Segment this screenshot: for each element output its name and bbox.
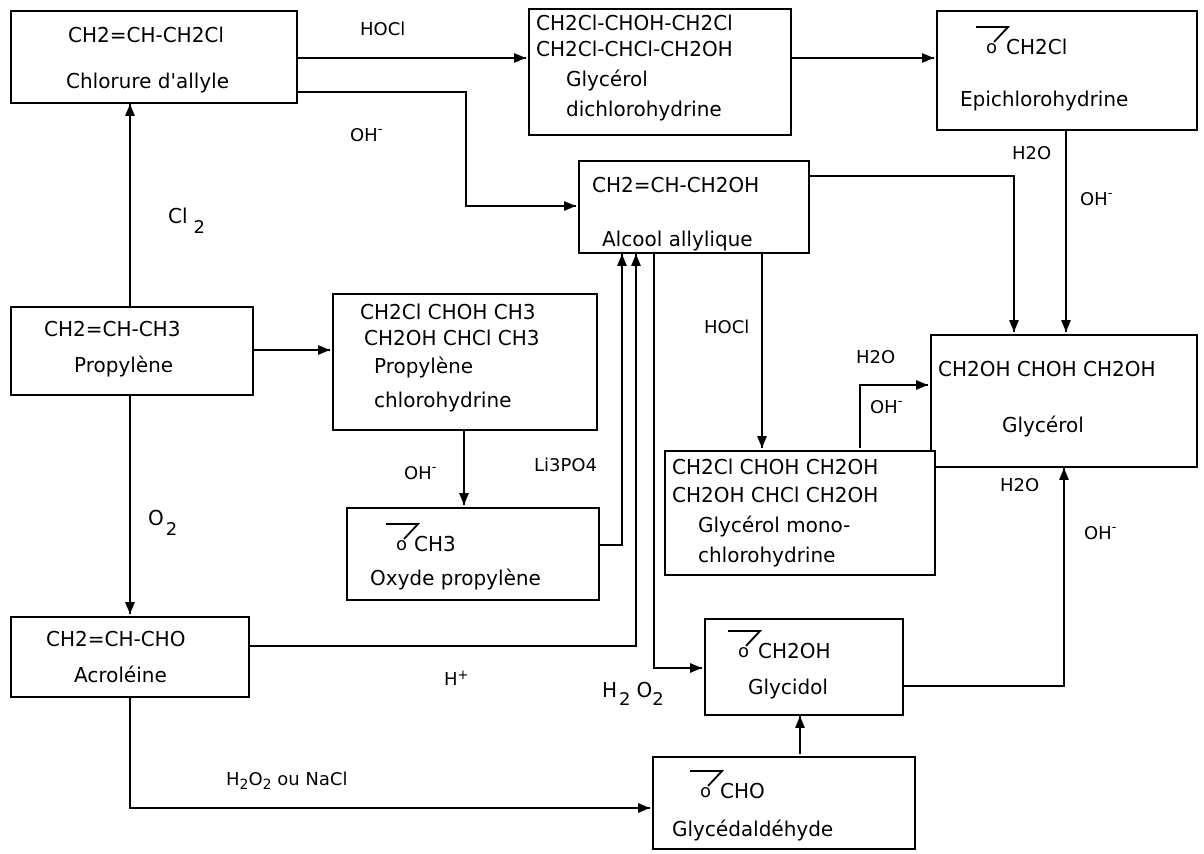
reagent-oh-allyl: OH- (350, 122, 383, 146)
reagent-h2o2-bottom: H2O2 ou NaCl (226, 769, 348, 794)
epoxide-ring-icon (690, 770, 724, 787)
arrow-propylene-oxide-to-allyl-alcohol (600, 254, 627, 546)
name-dichlorohydrin-1: Glycérol (566, 67, 648, 91)
node-acrolein: CH2=CH-CHO Acroléine (10, 616, 250, 698)
formula-dichlorohydrin-1: CH2Cl-CHOH-CH2Cl (536, 11, 733, 35)
arrow-acrolein-to-glycidaldehyde (129, 698, 650, 813)
formula-dichlorohydrin-2: CH2Cl-CHCl-CH2OH (536, 37, 733, 61)
epoxide-ring-icon (728, 630, 762, 647)
reagent-oh-glycidol: OH- (1084, 520, 1117, 544)
reagent-oh-mono: OH- (870, 394, 903, 418)
reagent-h-plus: H+ (444, 668, 469, 690)
node-allyl-chloride: CH2=CH-CH2Cl Chlorure d'allyle (10, 10, 298, 104)
ring-o-epichlorohydrin: o (986, 37, 998, 58)
group-glycidaldehyde: CHO (720, 779, 765, 803)
reagent-hocl-top: HOCl (360, 19, 406, 40)
formula-propylene-chlorohydrin-2: CH2OH CHCl CH3 (364, 326, 540, 350)
node-propylene-chlorohydrin: CH2Cl CHOH CH3 CH2OH CHCl CH3 Propylène … (332, 293, 598, 431)
reagent-oh-pch: OH- (404, 460, 437, 484)
formula-allyl-alcohol: CH2=CH-CH2OH (592, 173, 760, 197)
ring-o-glycidaldehyde: o (700, 781, 712, 802)
reagent-h2o-mono: H2O (856, 347, 896, 368)
name-epichlorohydrin: Epichlorohydrine (960, 87, 1129, 111)
node-epichlorohydrin: o CH2Cl Epichlorohydrine (936, 10, 1198, 131)
formula-propylene: CH2=CH-CH3 (44, 317, 181, 341)
group-propylene-oxide: CH3 (414, 532, 456, 556)
formula-acrolein: CH2=CH-CHO (46, 627, 186, 651)
epoxide-ring-icon (386, 523, 420, 540)
reagent-hocl-mid: HOCl (704, 317, 750, 338)
arrow-acrolein-to-allyl-alcohol (250, 254, 641, 647)
node-propylene: CH2=CH-CH3 Propylène (10, 306, 254, 396)
node-monochlorohydrin: CH2Cl CHOH CH2OH CH2OH CHCl CH2OH Glycér… (664, 450, 936, 576)
node-glycidaldehyde: o CHO Glycédaldéhyde (652, 756, 916, 850)
ring-o-glycidol: o (738, 641, 750, 662)
arrow-allyl-chloride-to-allyl-alcohol (298, 91, 576, 211)
arrow-glycidol-to-glycerol (904, 468, 1069, 687)
node-glycidol: o CH2OH Glycidol (704, 618, 904, 716)
name-acrolein: Acroléine (74, 663, 167, 687)
reagent-h2o-epi: H2O (1012, 143, 1052, 164)
node-dichlorohydrin: CH2Cl-CHOH-CH2Cl CH2Cl-CHCl-CH2OH Glycér… (528, 8, 792, 136)
arrow-monochlorohydrin-to-glycerol (859, 380, 928, 448)
reagent-li3po4: Li3PO4 (534, 455, 597, 476)
epoxide-ring-icon (976, 26, 1010, 43)
name-allyl-alcohol: Alcool allylique (602, 227, 753, 251)
formula-glycerol: CH2OH CHOH CH2OH (938, 357, 1156, 381)
group-glycidol: CH2OH (758, 639, 831, 663)
reagent-h2o-glycidol: H2O (1000, 475, 1040, 496)
ring-o-propylene-oxide: o (396, 534, 408, 555)
formula-monochlorohydrin-1: CH2Cl CHOH CH2OH (672, 455, 879, 479)
formula-allyl-chloride: CH2=CH-CH2Cl (68, 23, 224, 47)
reagent-oh-epi: OH- (1080, 186, 1113, 210)
node-glycerol: CH2OH CHOH CH2OH Glycérol (930, 334, 1198, 468)
arrow-allyl-alcohol-to-glycerol (810, 175, 1019, 332)
name-propylene-chlorohydrin-2: chlorohydrine (374, 388, 512, 412)
formula-propylene-chlorohydrin-1: CH2Cl CHOH CH3 (360, 300, 536, 324)
formula-monochlorohydrin-2: CH2OH CHCl CH2OH (672, 483, 879, 507)
name-glycidol: Glycidol (748, 675, 828, 699)
name-propylene-chlorohydrin-1: Propylène (374, 354, 474, 378)
name-allyl-chloride: Chlorure d'allyle (66, 69, 230, 93)
name-glycerol: Glycérol (1002, 413, 1084, 437)
node-allyl-alcohol: CH2=CH-CH2OH Alcool allylique (578, 160, 810, 254)
name-glycidaldehyde: Glycédaldéhyde (672, 817, 834, 841)
node-propylene-oxide: o CH3 Oxyde propylène (346, 507, 600, 601)
name-monochlorohydrin-2: chlorohydrine (698, 543, 836, 567)
name-propylene: Propylène (74, 353, 174, 377)
group-epichlorohydrin: CH2Cl (1006, 35, 1068, 59)
name-monochlorohydrin-1: Glycérol mono- (698, 513, 851, 537)
name-dichlorohydrin-2: dichlorohydrine (566, 97, 722, 121)
arrow-allyl-alcohol-to-glycidol (653, 254, 702, 673)
name-propylene-oxide: Oxyde propylène (370, 566, 541, 590)
